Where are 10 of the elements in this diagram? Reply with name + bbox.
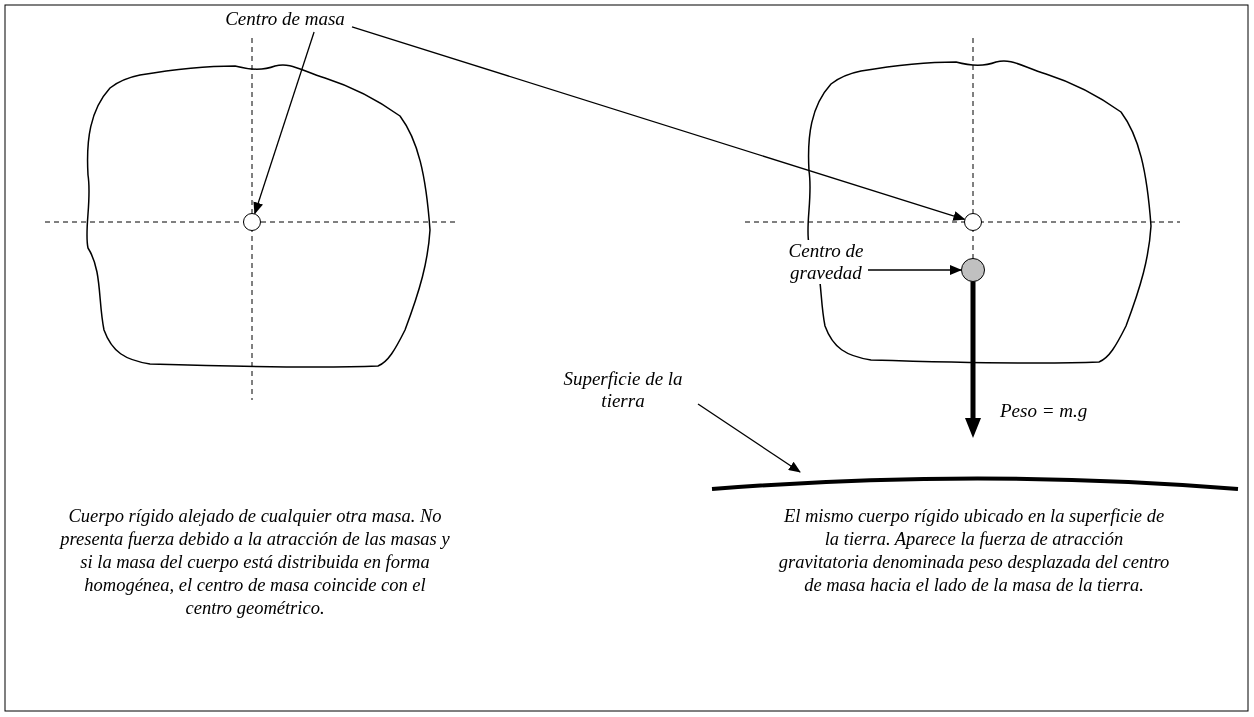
- caption-text: El mismo cuerpo rígido ubicado en la superficie de la tierra. Aparece la fuerza de atracción gravitatoria denominada peso desplazada del centro de masa hacia el lado de la masa de la tierra.: [778, 505, 1170, 597]
- force-label: Peso = m.g: [1000, 400, 1089, 422]
- leader-arrow: [697, 403, 801, 473]
- caption-text: Cuerpo rígido alejado de cualquier otra masa. No presenta fuerza debido a la atracción de las masas y si la masa del cuerpo está distribuida en forma homogénea, el centro de masa coincide con el centro geométrico.: [60, 505, 450, 620]
- center-point-marker: [243, 213, 261, 231]
- center-point-marker: [961, 258, 985, 282]
- leader-arrow: [867, 265, 962, 275]
- leader-arrow: [351, 26, 966, 221]
- leader-arrow: [253, 31, 315, 215]
- center-point-marker: [964, 213, 982, 231]
